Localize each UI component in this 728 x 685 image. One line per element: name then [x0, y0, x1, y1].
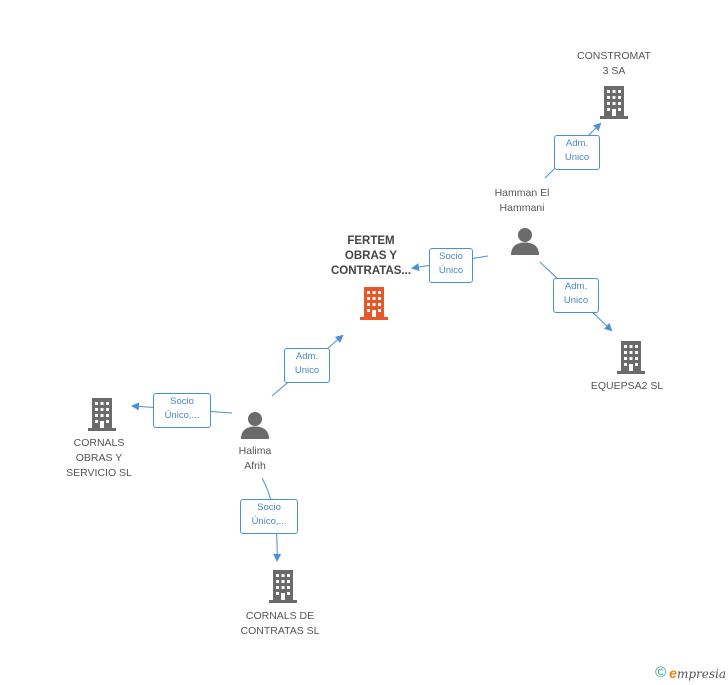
building-icon[interactable] [358, 285, 390, 321]
person-icon[interactable] [510, 226, 540, 256]
edge-label-halima-fertem: Adm. Unico [284, 348, 330, 383]
building-icon[interactable] [598, 84, 630, 120]
node-label-cornals-contratas[interactable]: CORNALS DE CONTRATAS SL [240, 610, 320, 637]
building-icon[interactable] [615, 339, 647, 375]
node-label-fertem[interactable]: FERTEM OBRAS Y CONTRATAS... [330, 235, 412, 277]
edge-label-halima-cornals-contratas: Socio Único,... [240, 499, 298, 534]
node-label-equepsa[interactable]: EQUEPSA2 SL [590, 380, 664, 392]
node-label-hamman[interactable]: Hamman El Hammani [494, 187, 550, 214]
person-icon[interactable] [240, 410, 270, 440]
brand-name: empresia [669, 664, 726, 681]
node-label-halima[interactable]: Halima Afrih [238, 445, 272, 472]
edge-label-halima-cornals-obras: Socio Único,... [153, 393, 211, 428]
copyright-symbol: © [655, 664, 667, 681]
edge-label-hamman-constromat: Adm. Unico [554, 135, 600, 170]
building-icon[interactable] [86, 396, 118, 432]
edge-label-hamman-fertem: Socio Único [429, 248, 473, 283]
empresia-logo[interactable]: © empresia [655, 664, 726, 681]
node-label-cornals-obras[interactable]: CORNALS OBRAS Y SERVICIO SL [66, 437, 132, 479]
node-label-constromat[interactable]: CONSTROMAT 3 SA [577, 50, 651, 77]
building-icon[interactable] [267, 568, 299, 604]
edge-label-hamman-equepsa: Adm. Unico [553, 278, 599, 313]
